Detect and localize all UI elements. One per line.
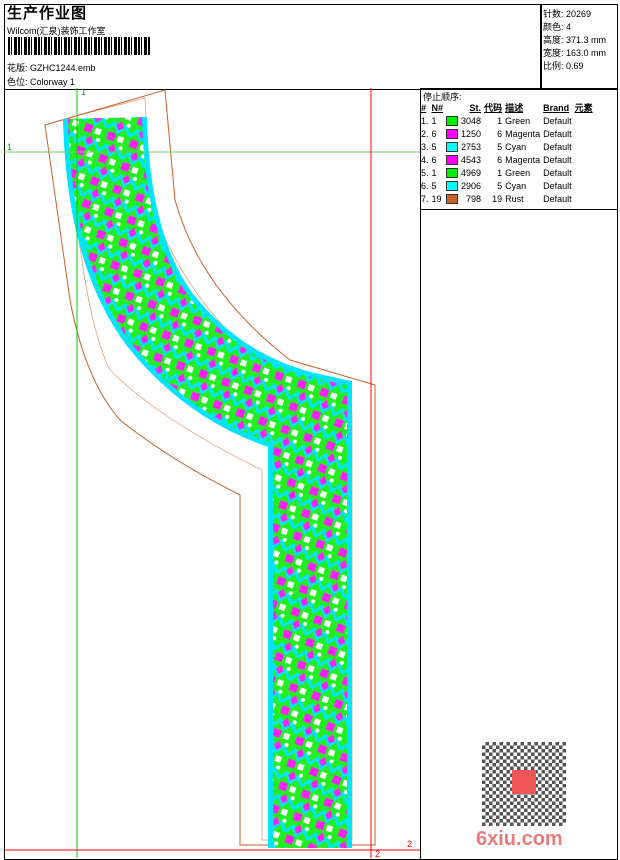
color-code: 6 — [497, 128, 503, 139]
brand: Default — [543, 167, 572, 178]
green-h-marker: 1 — [7, 142, 12, 152]
stop-row: 6. 5 2906 5 Cyan Default — [421, 179, 596, 192]
design-width: 宽度: 163.0 mm — [543, 48, 607, 58]
color-swatch — [446, 127, 461, 140]
stitch-count: 4969 — [461, 167, 482, 178]
placement-outline — [67, 97, 353, 841]
stop-row: 5. 1 4969 1 Green Default — [421, 166, 596, 179]
color-description: Green — [505, 167, 531, 178]
file-value: GZHC1244.emb — [30, 63, 96, 73]
company-name: Wilcom(汇泉)装饰工作室 — [7, 26, 106, 36]
embroidery-band — [68, 116, 347, 848]
brand: Default — [543, 193, 572, 204]
color-description: Magenta — [505, 128, 541, 139]
stop-index: 1. — [421, 115, 429, 126]
needle-number: 6 — [431, 154, 437, 165]
stop-index: 6. — [421, 180, 429, 191]
stop-sequence-table: # N# St. 代码 描述 Brand 元素 1. 1 3048 1 Gree… — [421, 101, 596, 205]
color-description: Green — [505, 115, 531, 126]
stitch-count: 2906 — [461, 180, 482, 191]
color-description: Rust — [505, 193, 524, 204]
stop-index: 7. — [421, 193, 429, 204]
needle-number: 5 — [431, 141, 437, 152]
color-code: 5 — [497, 141, 503, 152]
color-swatch — [446, 140, 461, 153]
stop-row: 3. 5 2753 5 Cyan Default — [421, 140, 596, 153]
green-v-marker: 1 — [81, 87, 86, 97]
color-description: Cyan — [505, 141, 527, 152]
stop-index: 3. — [421, 141, 429, 152]
needle-number: 1 — [431, 167, 437, 178]
color-swatch — [446, 114, 461, 127]
color-code: 19 — [492, 193, 503, 204]
stop-sequence-title: 停止顺序: — [423, 92, 462, 102]
color-swatch — [446, 153, 461, 166]
col-header: 代码 — [484, 103, 503, 113]
colorway: 色位: Colorway 1 — [7, 75, 75, 88]
qr-code — [478, 738, 570, 830]
file-label: 花版: — [7, 63, 28, 73]
color-code: 1 — [497, 115, 503, 126]
col-header: 描述 — [505, 103, 524, 113]
watermark-seal — [512, 770, 536, 794]
col-header: # — [421, 102, 427, 113]
stitch-count: 1250 — [461, 128, 482, 139]
page-title: 生产作业图 — [7, 5, 88, 22]
colorway-value: Colorway 1 — [30, 77, 76, 87]
brand: Default — [543, 180, 572, 191]
color-swatch — [446, 166, 461, 179]
needle-number: 19 — [431, 193, 442, 204]
color-swatch — [446, 179, 461, 192]
color-swatch — [446, 192, 461, 205]
needle-number: 6 — [431, 128, 437, 139]
stop-row: 7. 19 798 19 Rust Default — [421, 192, 596, 205]
col-header: 元素 — [574, 103, 593, 113]
red-h-marker: 2 — [407, 839, 412, 849]
stitch-count: 针数: 20269 — [543, 9, 592, 19]
brand: Default — [543, 115, 572, 126]
needle-number: 1 — [431, 115, 437, 126]
color-code: 1 — [497, 167, 503, 178]
stitch-count: 2753 — [461, 141, 482, 152]
brand: Default — [543, 154, 572, 165]
stop-index: 5. — [421, 167, 429, 178]
stitch-count: 798 — [466, 193, 482, 204]
brand: Default — [543, 141, 572, 152]
col-header: St. — [469, 102, 482, 113]
stats-box — [540, 4, 618, 90]
design-height: 高度: 371.3 mm — [543, 35, 607, 45]
stop-sequence-box — [420, 88, 618, 210]
brand: Default — [543, 128, 572, 139]
color-description: Cyan — [505, 180, 527, 191]
stop-row: 1. 1 3048 1 Green Default — [421, 114, 596, 127]
stop-index: 4. — [421, 154, 429, 165]
color-code: 5 — [497, 180, 503, 191]
header-box — [4, 4, 542, 90]
colorway-label: 色位: — [7, 77, 28, 87]
cut-outline — [44, 89, 376, 846]
watermark-site: 6xiu.com — [476, 828, 563, 850]
stitch-count: 4543 — [461, 154, 482, 165]
stitch-count: 3048 — [461, 115, 482, 126]
stop-row: 4. 6 4543 6 Magenta Default — [421, 153, 596, 166]
red-v-marker: 2 — [375, 849, 380, 859]
color-code: 6 — [497, 154, 503, 165]
col-header: N# — [431, 102, 444, 113]
stop-row: 2. 6 1250 6 Magenta Default — [421, 127, 596, 140]
stop-index: 2. — [421, 128, 429, 139]
scale: 比例: 0.69 — [543, 61, 584, 71]
design-file: 花版: GZHC1244.emb — [7, 61, 96, 74]
color-description: Magenta — [505, 154, 541, 165]
needle-number: 5 — [431, 180, 437, 191]
color-count: 颜色: 4 — [543, 22, 572, 32]
barcode — [8, 37, 151, 55]
col-header: Brand — [543, 102, 570, 113]
